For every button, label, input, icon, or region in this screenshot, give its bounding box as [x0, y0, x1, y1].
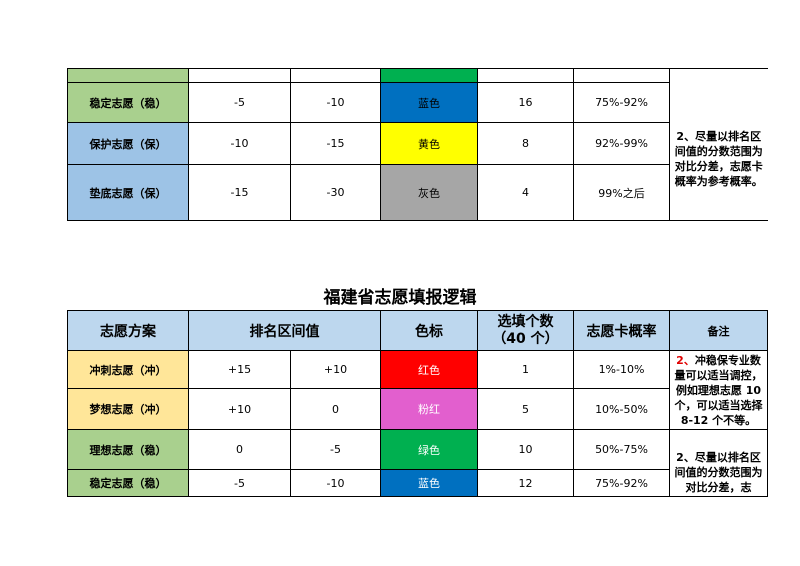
table-row: 梦想志愿（冲） +10 0 粉红 5 10%-50%	[67, 388, 768, 430]
range-start-cell: -10	[188, 122, 291, 165]
color-swatch-cell: 蓝色	[380, 82, 478, 123]
count-cell: 16	[477, 82, 574, 123]
color-swatch-cell	[380, 68, 478, 83]
range-start-cell	[188, 68, 291, 83]
probability-header: 志愿卡概率	[573, 310, 670, 351]
probability-cell: 92%-99%	[573, 122, 670, 165]
note-text: 2、尽量以排名区间值的分数范围为对比分差，志愿卡概率为参考概率。	[674, 130, 763, 188]
range-end-cell: -10	[290, 469, 381, 497]
note-cell: 2、冲稳保专业数量可以适当调控，例如理想志愿 10 个，可以适当选择 8-12 …	[669, 350, 768, 430]
range-start-cell: +10	[188, 388, 291, 430]
count-cell: 10	[477, 429, 574, 470]
table-row: 冲刺志愿（冲） +15 +10 红色 1 1%-10% 2、冲稳保专业数量可以适…	[67, 350, 768, 430]
range-end-cell: 0	[290, 388, 381, 430]
range-start-cell: +15	[188, 350, 291, 389]
probability-cell: 10%-50%	[573, 388, 670, 430]
probability-cell	[573, 68, 670, 83]
probability-cell: 75%-92%	[573, 82, 670, 123]
range-end-cell: -15	[290, 122, 381, 165]
plan-name-cell	[67, 68, 189, 83]
table-row: 保护志愿（保） -10 -15 黄色 8 92%-99%	[67, 122, 768, 165]
plan-name-cell: 梦想志愿（冲）	[67, 388, 189, 430]
count-header: 选填个数 （40 个）	[477, 310, 574, 351]
note-text: 冲稳保专业数量可以适当调控，例如理想志愿 10 个，可以适当选择 8-12 个不…	[674, 354, 763, 427]
table-row: 2、尽量以排名区间值的分数范围为对比分差，志愿卡概率为参考概率。	[67, 68, 768, 221]
table-row: 稳定志愿（稳） -5 -10 蓝色 16 75%-92%	[67, 82, 768, 123]
range-end-cell: -5	[290, 429, 381, 470]
count-cell: 8	[477, 122, 574, 165]
main-table: 志愿方案 排名区间值 色标 选填个数 （40 个） 志愿卡概率 备注 冲刺志愿（…	[67, 310, 768, 497]
range-header: 排名区间值	[188, 310, 381, 351]
page-title: 福建省志愿填报逻辑	[323, 288, 477, 308]
color-swatch-cell: 绿色	[380, 429, 478, 470]
color-header: 色标	[380, 310, 478, 351]
plan-name-cell: 理想志愿（稳）	[67, 429, 189, 470]
range-start-cell: -5	[188, 469, 291, 497]
table-row: 垫底志愿（保） -15 -30 灰色 4 99%之后	[67, 164, 768, 221]
count-cell: 1	[477, 350, 574, 389]
plan-name-cell: 保护志愿（保）	[67, 122, 189, 165]
table-row: 理想志愿（稳） 0 -5 绿色 10 50%-75% 2、尽量以排名区间值的分数…	[67, 429, 768, 497]
note-cell: 2、尽量以排名区间值的分数范围为对比分差，志愿卡概率为参考概率。	[669, 68, 768, 221]
range-end-cell: -10	[290, 82, 381, 123]
plan-name-cell: 稳定志愿（稳）	[67, 82, 189, 123]
note-header: 备注	[669, 310, 768, 351]
color-swatch-cell: 灰色	[380, 164, 478, 221]
plan-header: 志愿方案	[67, 310, 189, 351]
range-start-cell: -15	[188, 164, 291, 221]
color-swatch-cell: 蓝色	[380, 469, 478, 497]
count-cell: 12	[477, 469, 574, 497]
count-cell	[477, 68, 574, 83]
plan-name-cell: 稳定志愿（稳）	[67, 469, 189, 497]
color-swatch-cell: 黄色	[380, 122, 478, 165]
plan-name-cell: 冲刺志愿（冲）	[67, 350, 189, 389]
range-end-cell: -30	[290, 164, 381, 221]
color-swatch-cell: 粉红	[380, 388, 478, 430]
note-prefix: 2、	[676, 354, 695, 367]
table-row: 稳定志愿（稳） -5 -10 蓝色 12 75%-92%	[67, 469, 768, 497]
count-header-line2: （40 个）	[492, 330, 559, 347]
probability-cell: 1%-10%	[573, 350, 670, 389]
count-header-line1: 选填个数	[497, 313, 554, 330]
count-cell: 4	[477, 164, 574, 221]
color-swatch-cell: 红色	[380, 350, 478, 389]
probability-cell: 50%-75%	[573, 429, 670, 470]
note-cell: 2、尽量以排名区间值的分数范围为对比分差，志	[669, 429, 768, 497]
range-start-cell: -5	[188, 82, 291, 123]
plan-name-cell: 垫底志愿（保）	[67, 164, 189, 221]
probability-cell: 99%之后	[573, 164, 670, 221]
probability-cell: 75%-92%	[573, 469, 670, 497]
range-end-cell	[290, 68, 381, 83]
range-end-cell: +10	[290, 350, 381, 389]
header-row: 志愿方案 排名区间值 色标 选填个数 （40 个） 志愿卡概率 备注	[67, 310, 768, 351]
top-table: 2、尽量以排名区间值的分数范围为对比分差，志愿卡概率为参考概率。 稳定志愿（稳）…	[67, 68, 768, 221]
range-start-cell: 0	[188, 429, 291, 470]
count-cell: 5	[477, 388, 574, 430]
note-text: 2、尽量以排名区间值的分数范围为对比分差，志	[674, 451, 763, 494]
